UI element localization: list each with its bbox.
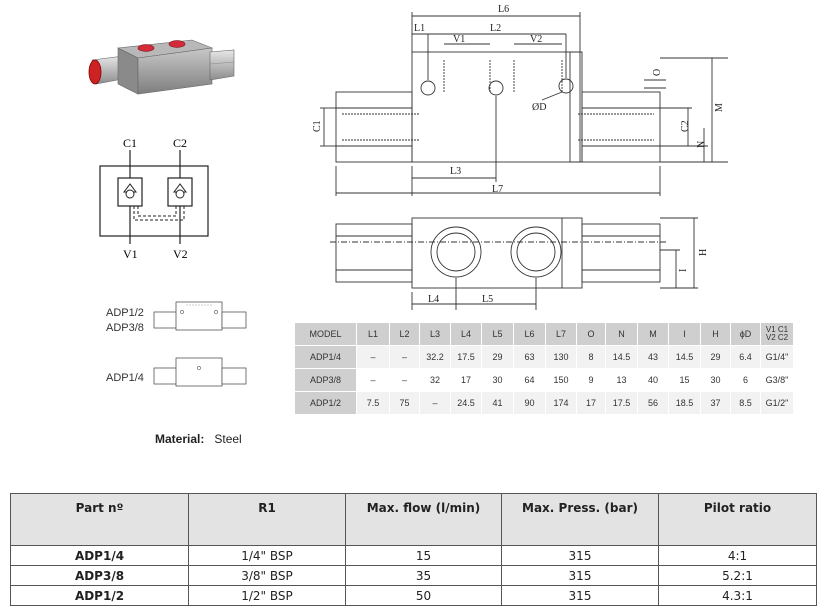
label-adp12: ADP1/2 [106,307,144,319]
dim-header-cell: I [668,322,701,346]
dim-l4: L4 [428,294,439,305]
table-row: ADP1/2 1/2" BSP 50 315 4.3:1 [10,585,817,606]
dim-i: I [678,269,689,272]
dim-c1: C1 [312,120,323,132]
dim-v2: V2 [530,34,542,45]
label-adp38: ADP3/8 [106,322,144,334]
table-row: ADP1/2 7.5 75 – 24.5 41 90 174 17 17.5 5… [294,391,794,415]
dim-phid: ØD [532,102,546,113]
dim-header-cell: M [637,322,669,346]
dim-header-cell: L4 [450,322,482,346]
dim-header-cell: L6 [513,322,546,346]
c2-label: C2 [173,136,187,150]
parts-table: Part nº R1 Max. flow (l/min) Max. Press.… [10,493,817,606]
dim-l6: L6 [498,4,509,15]
label-adp14: ADP1/4 [106,372,144,384]
dim-l2: L2 [490,23,501,34]
dimension-table: MODEL L1 L2 L3 L4 L5 L6 L7 O N M I H ϕD … [294,322,794,415]
parts-table-header: Part nº R1 Max. flow (l/min) Max. Press.… [10,493,817,546]
parts-header-cell: Max. flow (l/min) [345,493,502,546]
parts-header-cell: Max. Press. (bar) [501,493,659,546]
dim-l1: L1 [414,23,425,34]
dim-l7: L7 [492,184,503,195]
table-row: ADP3/8 – – 32 17 30 64 150 9 13 40 15 30… [294,368,794,392]
dim-c2: C2 [680,120,691,132]
table-row: ADP1/4 1/4" BSP 15 315 4:1 [10,545,817,566]
material-label: Material: [155,432,205,446]
v2-label: V2 [173,247,188,261]
dim-n: N [696,141,707,148]
table-row: ADP3/8 3/8" BSP 35 315 5.2:1 [10,565,817,586]
parts-header-cell: R1 [188,493,346,546]
dim-header-cell: ϕD [730,322,761,346]
c1-label: C1 [123,136,137,150]
technical-drawing-front: H I L4 L5 [330,217,709,310]
table-row: ADP1/4 – – 32.2 17.5 29 63 130 8 14.5 43… [294,345,794,369]
dim-o: O [652,69,663,76]
dim-header-cell: L1 [356,322,390,346]
dim-m: M [714,103,725,112]
dim-header-cell: O [576,322,606,346]
parts-header-cell: Pilot ratio [658,493,817,546]
dimension-table-header: MODEL L1 L2 L3 L4 L5 L6 L7 O N M I H ϕD … [294,322,794,346]
dim-header-cell: N [605,322,638,346]
dim-l5: L5 [482,294,493,305]
dim-v1: V1 [453,34,465,45]
dim-h: H [698,249,709,256]
technical-drawing-top: L6 L1 L2 V1 V2 ØD L3 L7 C1 C2 N O M [312,4,728,196]
material-value: Steel [214,432,242,446]
dim-header-cell: H [700,322,731,346]
dim-header-cell: L2 [389,322,420,346]
dim-header-cell: L5 [481,322,514,346]
dim-header-cell: L7 [545,322,577,346]
side-view-large [153,301,247,331]
material-line: Material: Steel [155,432,242,446]
side-view-small [153,357,247,387]
parts-header-cell: Part nº [10,493,189,546]
dim-header-cell: MODEL [294,322,357,346]
product-photo [88,39,235,95]
v1-label: V1 [123,247,138,261]
dim-l3: L3 [450,166,461,177]
dim-header-cell: L3 [419,322,451,346]
hydraulic-schematic: C1 C2 V1 V2 [99,136,209,261]
